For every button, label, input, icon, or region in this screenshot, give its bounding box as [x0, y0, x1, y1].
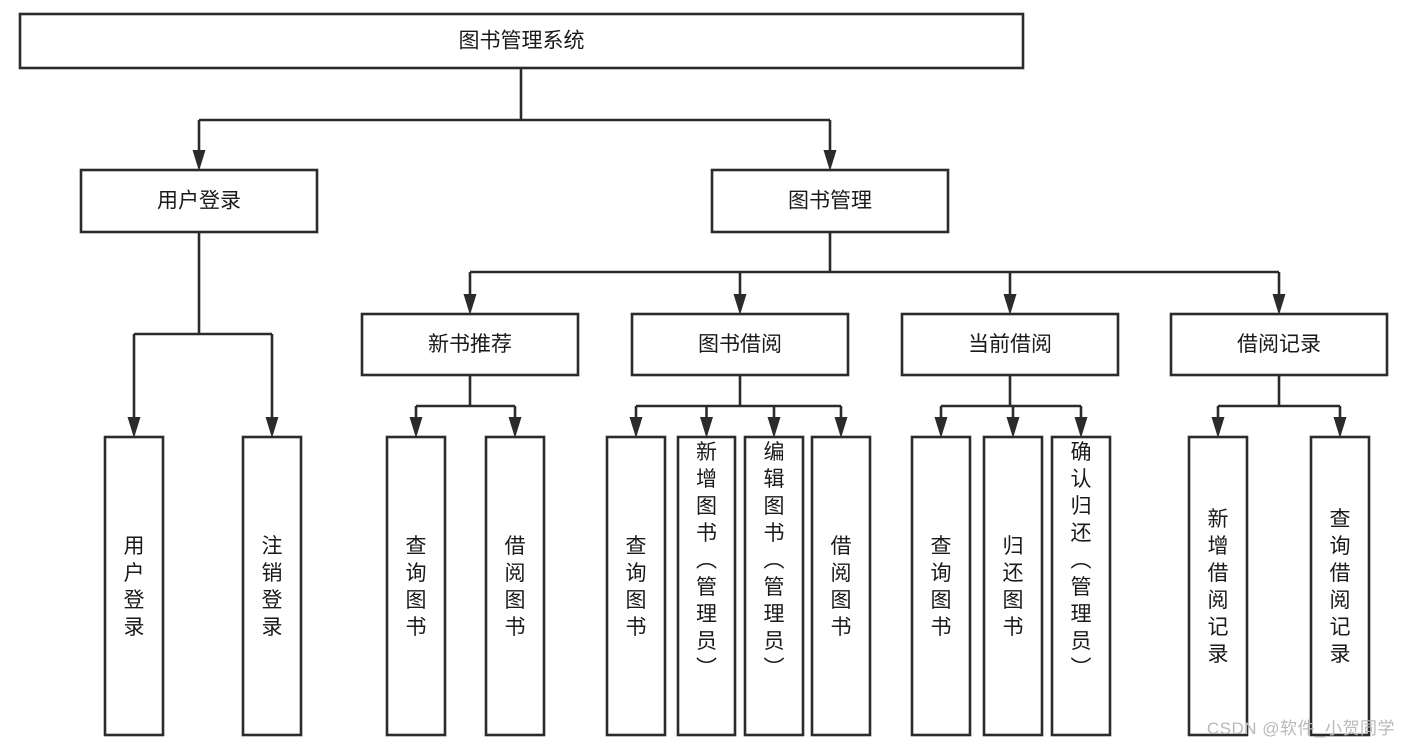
edge-l2_book_mgmt-to-l3_book_borrow	[733, 272, 747, 315]
edge-l3_book_borrow-to-leaf_bb_add_book	[700, 406, 713, 438]
connector-user-login-bus	[134, 232, 272, 336]
connector-book-borrow-bus	[636, 375, 841, 408]
node-leaf-cb-return-book[interactable]: 归还图书	[982, 435, 1044, 737]
connector-new-book-rec-bus	[416, 375, 515, 408]
node-label: 注销登录	[262, 535, 283, 639]
connector-book-mgmt-bus	[470, 232, 1279, 274]
edge-l3_book_borrow-to-leaf_bb_borrow_book	[834, 406, 848, 438]
node-l2-user-login[interactable]: 用户登录	[79, 168, 319, 234]
csdn-watermark: CSDN @软件_小贺同学	[1206, 719, 1395, 738]
node-leaf-br-query-record[interactable]: 查询借阅记录	[1309, 435, 1371, 737]
node-label: 用户登录	[157, 190, 241, 213]
node-leaf-bb-edit-book[interactable]: 编辑图书︵管理员︶	[743, 435, 805, 737]
node-label: 图书管理系统	[459, 30, 585, 53]
node-label: 新增图书︵管理员︶	[696, 441, 717, 680]
node-label: 借阅记录	[1237, 333, 1321, 356]
edge-l3_borrow_record-to-leaf_br_add_record	[1211, 406, 1225, 438]
edge-root-to-l2_user_login	[192, 120, 206, 171]
connector-borrow-record-bus	[1218, 375, 1340, 408]
node-label: 查询借阅记录	[1330, 508, 1351, 666]
edge-l3_book_borrow-to-leaf_bb_query_book	[629, 406, 643, 438]
connector-current-borrow-bus	[941, 375, 1081, 408]
edge-l3_current_borrow-to-leaf_cb_query_book	[934, 406, 948, 438]
node-l3-borrow-record[interactable]: 借阅记录	[1169, 312, 1389, 377]
node-leaf-bb-add-book[interactable]: 新增图书︵管理员︶	[676, 435, 737, 737]
edge-l2_book_mgmt-to-l3_borrow_record	[1272, 272, 1286, 315]
node-leaf-rec-borrow-book[interactable]: 借阅图书	[484, 435, 546, 737]
node-leaf-br-add-record[interactable]: 新增借阅记录	[1187, 435, 1249, 737]
edge-l3_book_borrow-to-leaf_bb_edit_book	[767, 406, 781, 438]
node-leaf-user-login[interactable]: 用户登录	[103, 435, 165, 737]
node-l3-book-borrow[interactable]: 图书借阅	[630, 312, 850, 377]
node-label: 查询图书	[931, 535, 952, 639]
node-label: 用户登录	[124, 535, 145, 639]
node-leaf-cb-query-book[interactable]: 查询图书	[910, 435, 972, 737]
node-label: 借阅图书	[831, 535, 852, 639]
node-leaf-bb-query-book[interactable]: 查询图书	[605, 435, 667, 737]
edge-l3_new_book_rec-to-leaf_rec_borrow_book	[508, 406, 522, 438]
node-label: 图书借阅	[698, 333, 782, 356]
node-label: 新增借阅记录	[1208, 508, 1229, 666]
edge-l3_new_book_rec-to-leaf_rec_query_book	[409, 406, 423, 438]
node-label: 编辑图书︵管理员︶	[764, 441, 785, 680]
node-label: 新书推荐	[428, 333, 512, 356]
node-label: 归还图书	[1003, 535, 1024, 639]
node-label: 确认归还︵管理员︶	[1071, 441, 1092, 680]
node-leaf-rec-query-book[interactable]: 查询图书	[385, 435, 447, 737]
nodes-layer: 图书管理系统用户登录图书管理新书推荐图书借阅当前借阅借阅记录用户登录注销登录查询…	[18, 12, 1389, 737]
edge-l3_current_borrow-to-leaf_cb_return_book	[1006, 406, 1020, 438]
node-root[interactable]: 图书管理系统	[18, 12, 1025, 70]
edge-root-to-l2_book_mgmt	[823, 120, 837, 171]
node-label: 图书管理	[788, 190, 872, 213]
edge-l2_user_login-to-leaf_user_login	[127, 334, 141, 438]
node-label: 查询图书	[626, 535, 647, 639]
node-l3-new-book-rec[interactable]: 新书推荐	[360, 312, 580, 377]
node-label: 当前借阅	[968, 333, 1052, 356]
node-label: 查询图书	[406, 535, 427, 639]
node-leaf-bb-borrow-book[interactable]: 借阅图书	[810, 435, 872, 737]
edge-l2_book_mgmt-to-l3_new_book_rec	[463, 272, 477, 315]
node-leaf-logout[interactable]: 注销登录	[241, 435, 303, 737]
connectors-layer	[127, 68, 1347, 438]
connector-root-bus	[199, 68, 830, 122]
node-label: 借阅图书	[505, 535, 526, 639]
edge-l3_current_borrow-to-leaf_cb_confirm_return	[1074, 406, 1088, 438]
node-l3-current-borrow[interactable]: 当前借阅	[900, 312, 1120, 377]
node-l2-book-mgmt[interactable]: 图书管理	[710, 168, 950, 234]
edge-l2_book_mgmt-to-l3_current_borrow	[1003, 272, 1017, 315]
edge-l2_user_login-to-leaf_logout	[265, 334, 279, 438]
node-leaf-cb-confirm-return[interactable]: 确认归还︵管理员︶	[1050, 435, 1112, 737]
edge-l3_borrow_record-to-leaf_br_query_record	[1333, 406, 1347, 438]
